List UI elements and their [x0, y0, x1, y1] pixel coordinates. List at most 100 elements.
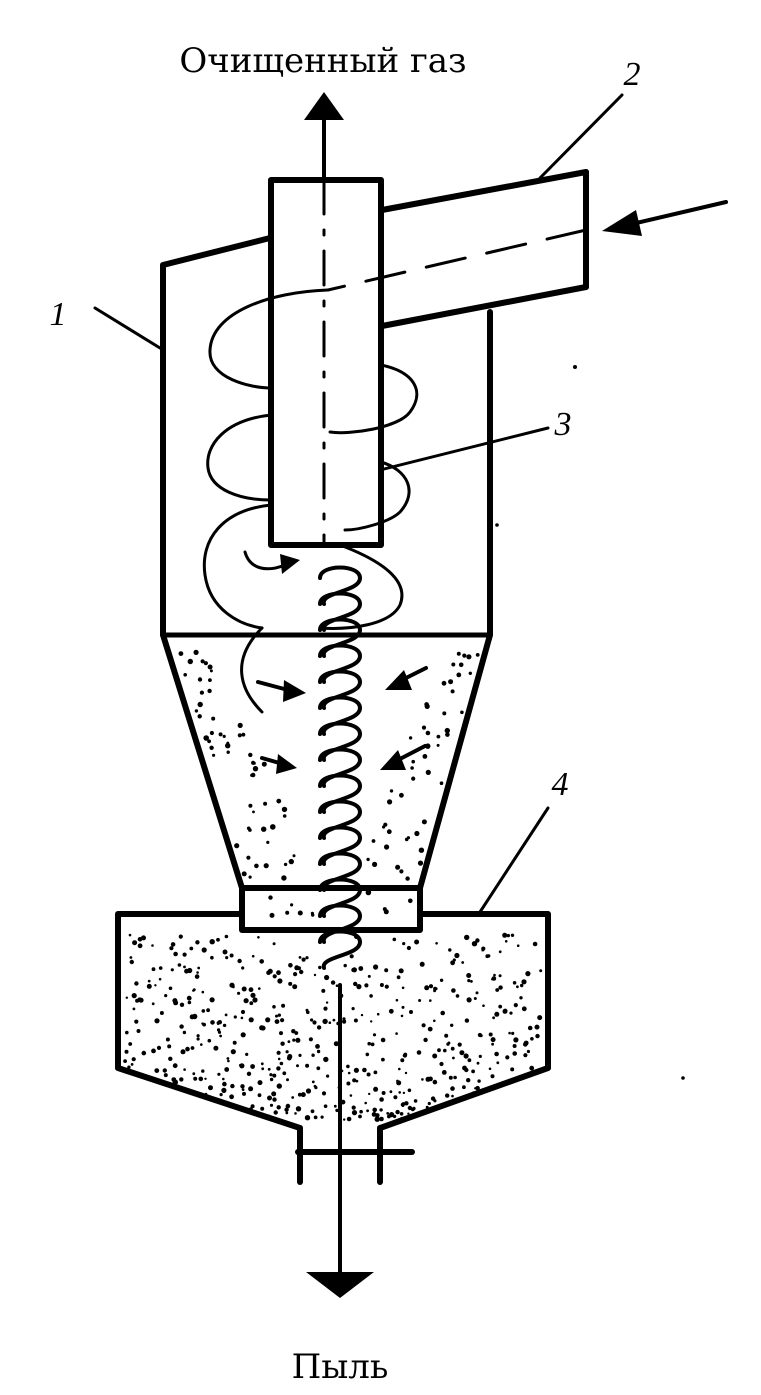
dust-particle	[461, 961, 465, 964]
dust-particle	[425, 1076, 431, 1082]
dust-particle	[520, 983, 524, 988]
dust-particle	[129, 959, 134, 965]
dust-particle	[230, 1083, 235, 1089]
inlet-dash-line	[326, 228, 588, 292]
dust-particle	[532, 941, 538, 947]
dust-particle	[419, 961, 425, 967]
dust-particle	[285, 1050, 289, 1054]
dust-particle	[241, 871, 247, 877]
dust-particle	[209, 669, 213, 673]
dust-particle	[200, 659, 205, 664]
dust-particle	[346, 1116, 352, 1122]
dust-particle	[408, 898, 413, 904]
leader-lines	[93, 93, 624, 914]
dust-particle	[272, 1073, 277, 1078]
dust-particle	[496, 1061, 500, 1065]
dust-particle	[454, 1097, 460, 1103]
dust-particle	[273, 1110, 278, 1115]
dust-particle	[451, 1094, 454, 1098]
dust-particle	[425, 769, 431, 776]
dust-particle	[257, 936, 260, 939]
dust-particle	[311, 913, 315, 917]
dust-particle	[193, 649, 199, 656]
dust-particle	[366, 1072, 371, 1077]
dust-particle	[450, 1086, 455, 1091]
dust-particle	[498, 1004, 503, 1009]
dust-particle	[494, 1011, 500, 1017]
helix-path	[318, 565, 362, 970]
dust-particle	[537, 1015, 543, 1021]
dust-particle	[373, 964, 379, 970]
dust-particle	[358, 966, 364, 971]
dust-particle	[384, 968, 389, 973]
dust-particle	[169, 946, 174, 951]
dust-particle	[280, 1041, 285, 1046]
dust-particle	[263, 801, 268, 806]
dust-particle	[401, 986, 405, 990]
dust-particle	[248, 1017, 254, 1023]
dust-particle	[251, 954, 255, 958]
dust-particle	[209, 745, 214, 750]
dust-particle	[134, 1019, 139, 1024]
dust-particle	[468, 671, 472, 675]
dust-particle	[411, 759, 416, 764]
dust-particle	[399, 1112, 404, 1116]
dust-particle	[462, 1085, 466, 1090]
dust-particle	[269, 1103, 274, 1107]
dust-particle	[505, 1055, 510, 1060]
dust-particle	[232, 1040, 237, 1045]
dust-particle	[475, 1085, 480, 1091]
dust-particle	[164, 994, 168, 998]
dust-particle	[401, 1102, 406, 1106]
dust-particle	[472, 1091, 475, 1094]
dust-particle	[523, 1042, 528, 1047]
dust-particle	[221, 1087, 227, 1093]
dust-particle	[455, 994, 460, 998]
dust-particle	[137, 943, 143, 949]
dust-particle	[347, 1071, 351, 1075]
dust-particle	[414, 939, 420, 945]
dust-particle	[451, 662, 456, 667]
inlet-pipe	[379, 169, 589, 329]
dust-particle	[208, 678, 212, 682]
dust-particle	[506, 933, 510, 938]
dust-particle	[266, 1114, 272, 1120]
dust-particle	[421, 1023, 426, 1028]
exhaust-pipe	[268, 177, 384, 548]
dust-particle	[502, 932, 508, 938]
dust-particle	[276, 1066, 281, 1071]
callout-2: 2	[624, 56, 641, 93]
dust-particle	[207, 739, 212, 744]
dust-particle	[222, 1081, 227, 1087]
dust-particle	[481, 946, 486, 951]
dust-particle	[311, 1080, 315, 1084]
dust-particle	[187, 967, 193, 974]
dust-particle	[428, 984, 434, 989]
dust-particle	[401, 1104, 405, 1108]
dust-particle	[269, 912, 275, 918]
dust-particle	[305, 1063, 310, 1068]
dust-particle	[315, 1044, 320, 1049]
dust-particle	[207, 1038, 212, 1043]
dust-particle	[163, 1073, 168, 1078]
dust-particle	[206, 1008, 211, 1013]
dust-particle	[422, 754, 428, 759]
dust-particle	[154, 1018, 160, 1024]
dust-particle	[209, 997, 215, 1003]
dust-particle	[179, 1077, 184, 1082]
dust-particle	[425, 730, 431, 736]
dust-particle	[471, 1069, 475, 1074]
dust-particle	[325, 1001, 329, 1004]
dust-particle	[202, 1022, 207, 1027]
dust-particle	[436, 743, 440, 747]
dust-particle	[368, 1092, 371, 1096]
dust-particle	[151, 1048, 156, 1054]
dust-particle	[456, 672, 462, 678]
dust-particle	[539, 969, 543, 973]
dust-particle	[258, 987, 261, 990]
dust-particle	[387, 1114, 391, 1119]
dust-particle	[151, 944, 154, 947]
dust-particle	[405, 876, 410, 881]
dust-particle	[224, 934, 229, 939]
dust-particle	[292, 984, 298, 990]
